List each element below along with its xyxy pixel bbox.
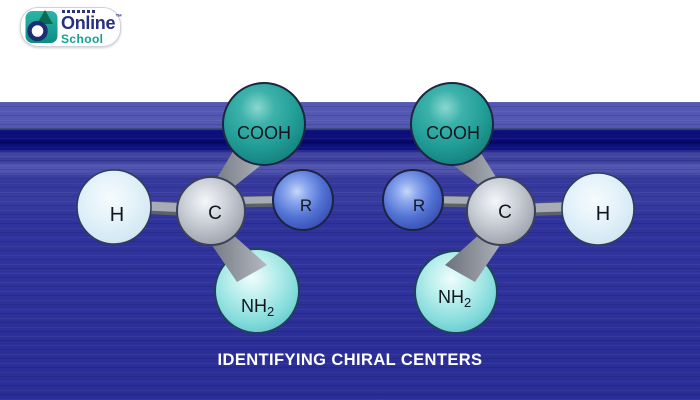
logo-brand-name: Online™ [61,14,122,32]
logo-trademark: ™ [115,13,122,21]
online-school-logo: Online™ School [20,7,122,47]
atom-label-h: H [110,204,124,226]
atom-label-c: C [498,202,512,223]
caption-title: IDENTIFYING CHIRAL CENTERS [217,351,483,369]
atom-h [76,169,152,245]
atom-cooh [222,82,306,166]
atom-label-cooh: COOH [426,123,480,143]
atom-h [561,172,635,246]
atom-label-r: R [300,196,312,215]
atom-c [466,176,536,246]
logo-tagline-mark [62,9,96,13]
atom-label-r: R [413,196,425,215]
online-school-logo-icon [25,10,58,44]
logo-brand-label: Online [61,12,116,33]
logo-text-block: Online™ School [61,9,122,46]
logo-school-label: School [61,31,104,46]
atom-r [382,169,444,231]
atom-label-nh2: NH2 [438,287,471,310]
atom-cooh [410,82,494,166]
blue-striped-background-panel [0,102,700,400]
atom-label-h: H [596,203,610,225]
atom-label-nh2: NH2 [241,296,274,319]
atom-c [176,176,246,246]
atom-label-c: C [208,203,222,224]
atom-label-cooh: COOH [237,123,291,143]
atom-r [272,169,334,231]
